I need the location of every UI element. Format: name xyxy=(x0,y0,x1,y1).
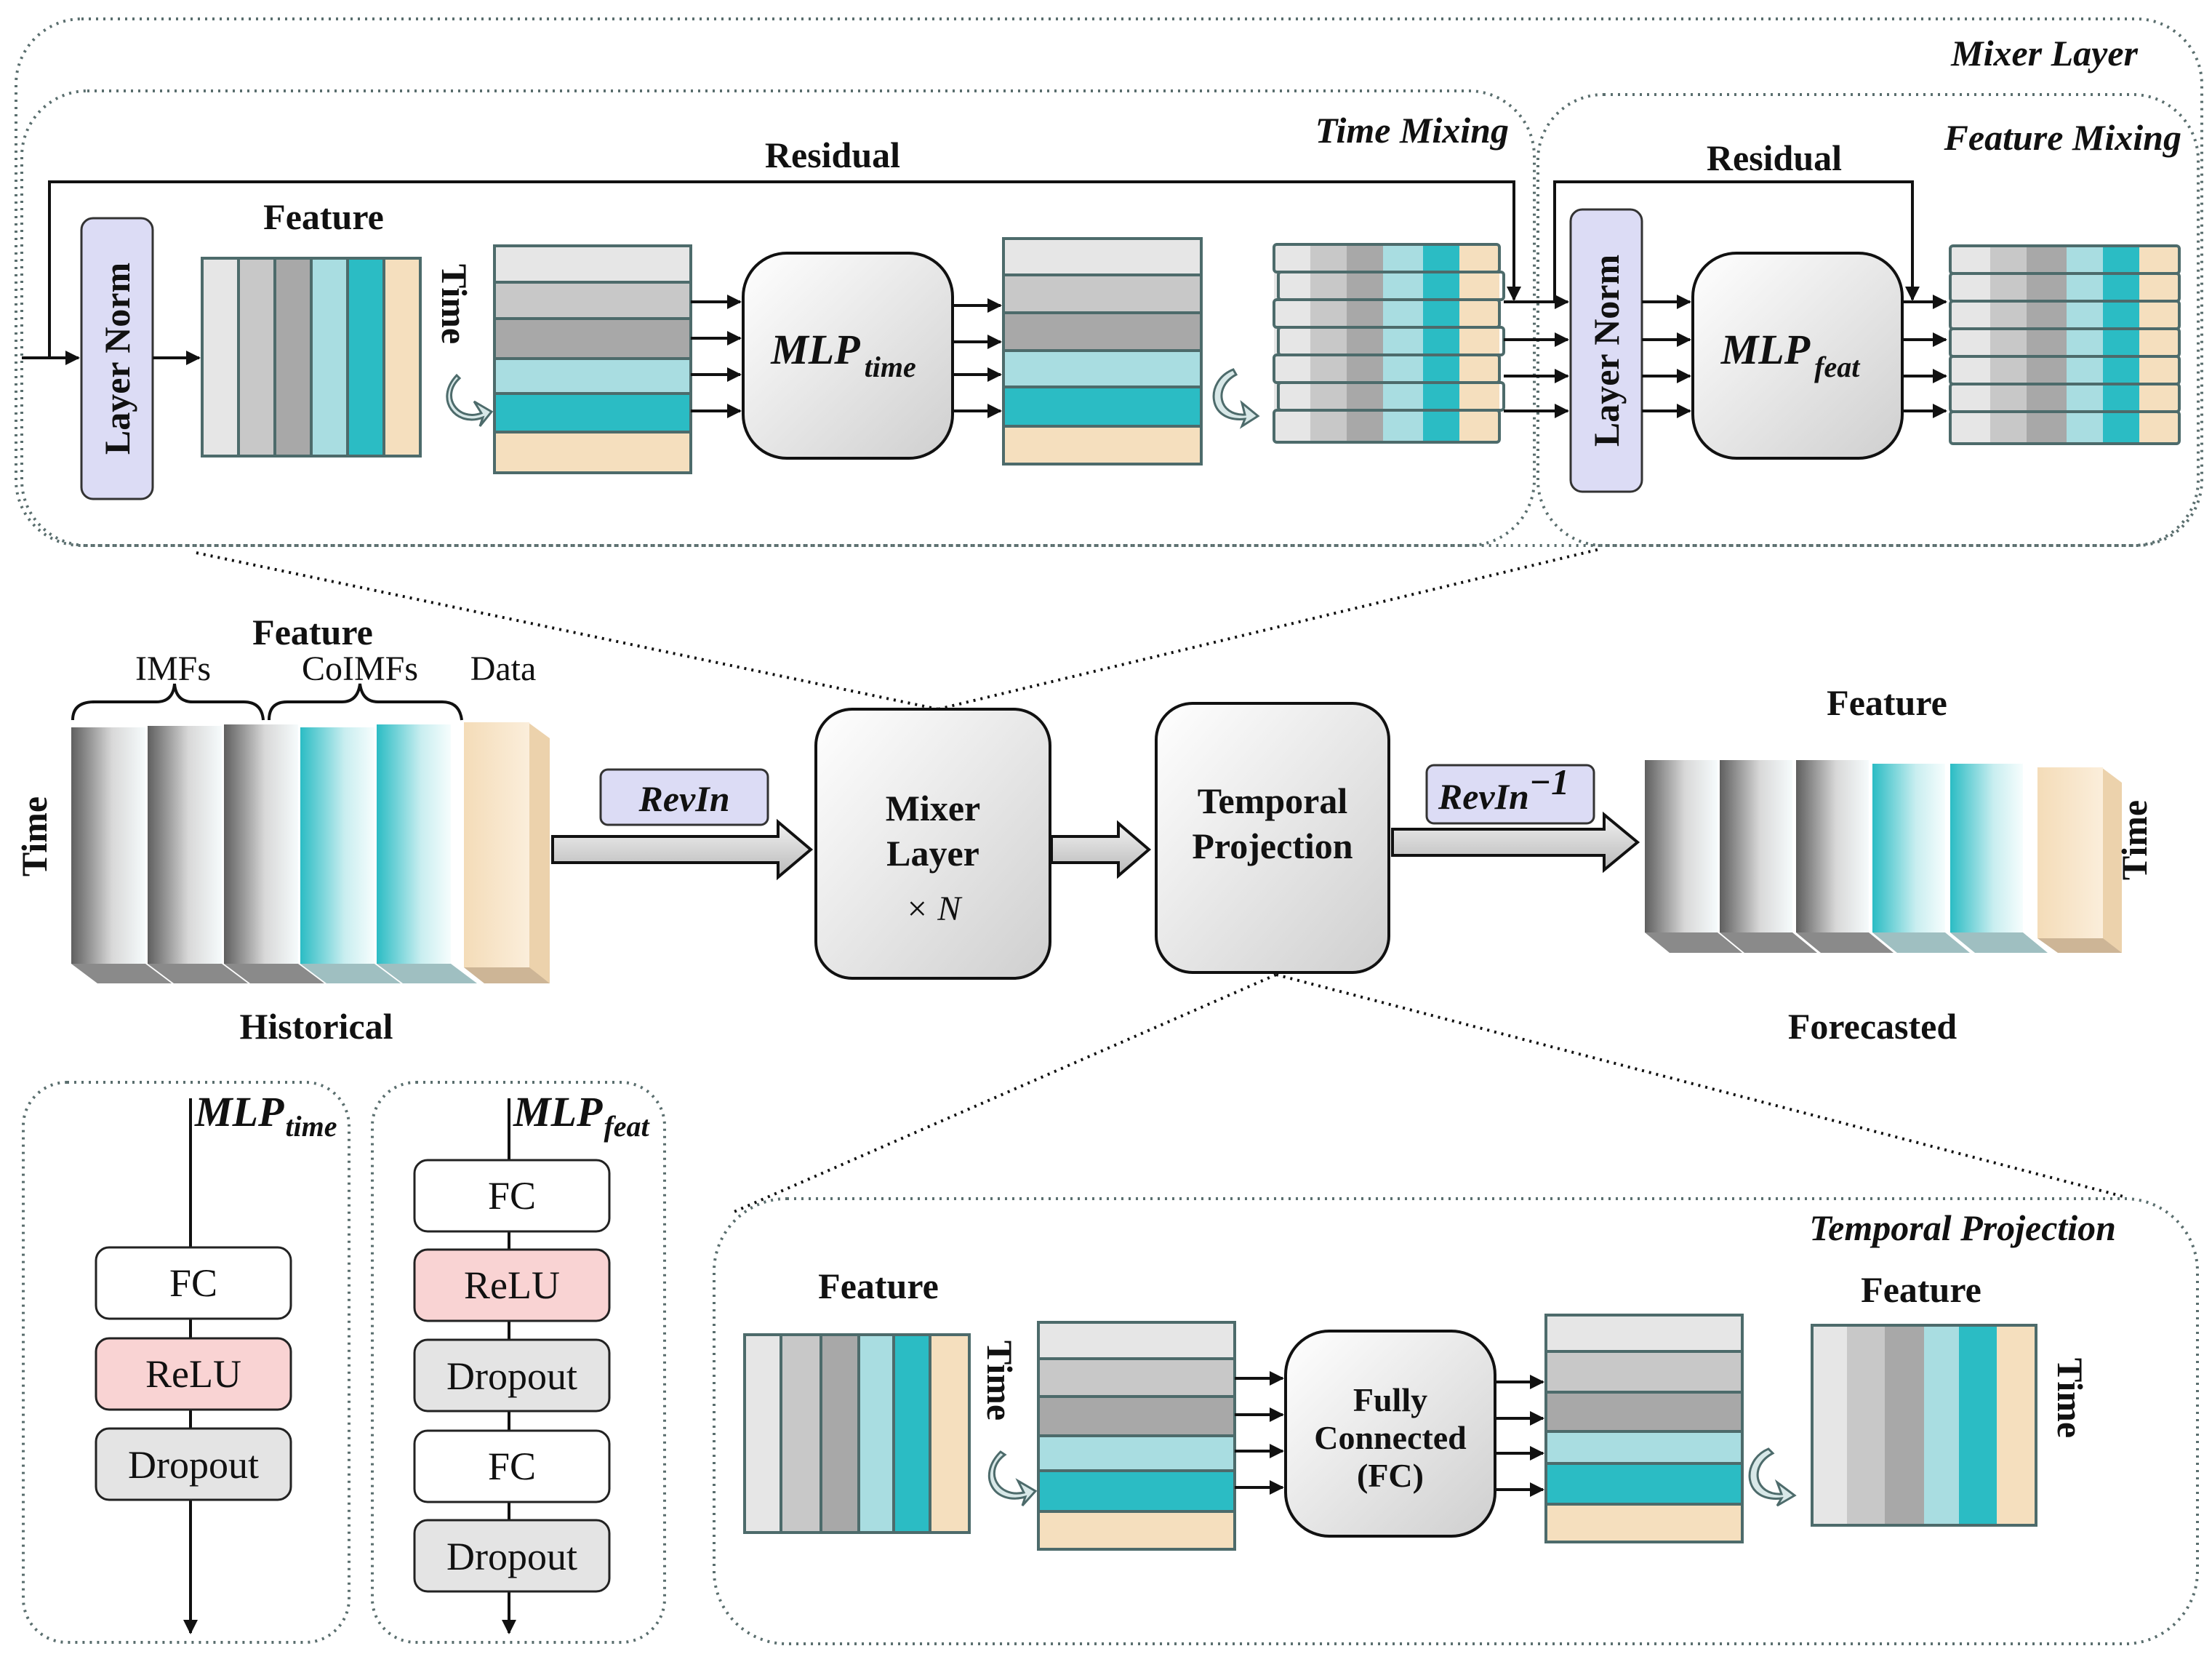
revin-box xyxy=(599,768,769,826)
revin-inverse-box xyxy=(1425,764,1595,825)
time-residual-label: Residual xyxy=(765,135,900,175)
projection-time-in-label: Time xyxy=(979,1341,1020,1421)
projection-time-out-label: Time xyxy=(2050,1358,2091,1438)
fc-line2: Connected xyxy=(1314,1419,1467,1456)
temporal-block-line1: Temporal xyxy=(1198,780,1348,821)
revin-inverse-label: RevIn−1 xyxy=(1438,762,1569,817)
mixer-block-line1: Mixer xyxy=(886,788,980,828)
mlp-feat-detail-title: MLPfeat xyxy=(513,1088,651,1143)
matrix-to-mlp-time-arrows xyxy=(691,295,742,418)
feature-layer-norm-block xyxy=(1569,208,1643,493)
mlp-time-relu-block xyxy=(95,1337,292,1411)
time-layer-norm-label: Layer Norm xyxy=(97,263,137,455)
historical-caption: Historical xyxy=(239,1006,393,1047)
projection-zoom-line-left xyxy=(730,973,1277,1215)
mlp-feat-relu-block xyxy=(413,1248,611,1322)
mixer-layer-title: Mixer Layer xyxy=(1950,33,2138,73)
mlp-feat-dropout1-block xyxy=(413,1338,611,1413)
fc-output-arrows xyxy=(1495,1375,1544,1497)
temporal-block-line2: Projection xyxy=(1192,826,1353,866)
mlp-feat-dropout1-label: Dropout xyxy=(446,1354,577,1398)
feature-residual-label: Residual xyxy=(1707,137,1842,178)
mlp-time-detail-title: MLPtime xyxy=(194,1088,337,1143)
mlp-feat-fc1-block xyxy=(413,1159,611,1233)
imfs-label: IMFs xyxy=(135,650,211,688)
coimfs-label: CoIMFs xyxy=(302,650,418,688)
temporal-projection-detail-frame xyxy=(713,1197,2199,1645)
feature-layer-norm-label: Layer Norm xyxy=(1586,255,1627,447)
transposed-matrix-2 xyxy=(1002,237,1203,466)
mixer-layer-frame xyxy=(15,17,2203,547)
time-mixing-title: Time Mixing xyxy=(1315,110,1509,151)
layer-norm-to-mlp-feat-arrows xyxy=(1642,295,1691,418)
fc-line1: Fully xyxy=(1353,1381,1427,1418)
revin-arrow xyxy=(551,818,814,881)
imfs-brace xyxy=(71,683,265,721)
output-time-label: Time xyxy=(2114,800,2155,880)
projection-feature-in-label: Feature xyxy=(818,1266,939,1306)
revin-inverse-arrow xyxy=(1391,811,1640,874)
coimfs-brace xyxy=(268,683,463,721)
mlp-time-fc-block xyxy=(95,1246,292,1320)
mlp-feat-detail-frame xyxy=(371,1081,666,1644)
projection-to-fc-arrows xyxy=(1235,1371,1284,1495)
mlp-feat-dropout2-block xyxy=(413,1519,611,1593)
mlp-feat-dropout2-label: Dropout xyxy=(446,1535,577,1578)
fc-line3: (FC) xyxy=(1357,1457,1424,1494)
output-feature-label: Feature xyxy=(1827,682,1947,723)
time-mixing-frame xyxy=(20,89,1536,547)
mlp-feat-output-arrows xyxy=(1902,295,1947,418)
time-mixing-feature-label: Feature xyxy=(263,196,384,237)
mlp-time-fc-label: FC xyxy=(169,1261,217,1305)
feature-mixing-title: Feature Mixing xyxy=(1944,117,2181,158)
mlp-time-detail-frame xyxy=(22,1081,350,1644)
projection-feature-out-label: Feature xyxy=(1861,1269,1981,1310)
transpose-icon xyxy=(446,373,494,427)
forecasted-output-tensor xyxy=(1645,760,2122,953)
feature-residual-connection xyxy=(1553,180,1920,302)
forecasted-caption: Forecasted xyxy=(1788,1006,1957,1047)
mixer-zoom-line-left xyxy=(196,551,939,711)
mlp-feat-relu-label: ReLU xyxy=(464,1263,560,1307)
time-mixing-input-matrix xyxy=(201,257,422,458)
mlp-feat-fc2-label: FC xyxy=(488,1445,536,1488)
mlp-time-dropout-block xyxy=(95,1427,292,1501)
mixer-zoom-line-right xyxy=(937,548,1600,711)
projection-transposed-matrix xyxy=(1037,1321,1236,1551)
mlp-time-block xyxy=(742,252,954,460)
time-residual-connection xyxy=(48,180,1521,356)
input-feature-label: Feature xyxy=(252,612,373,652)
mlp-time-dropout-label: Dropout xyxy=(128,1443,259,1487)
time-mixing-time-label: Time xyxy=(434,264,475,344)
fully-connected-block xyxy=(1284,1330,1496,1538)
projection-transpose-icon xyxy=(987,1450,1038,1507)
temporal-projection-block xyxy=(1155,702,1390,974)
mlp-feat-fc1-label: FC xyxy=(488,1174,536,1218)
revin-label: RevIn xyxy=(638,778,730,819)
fc-output-matrix xyxy=(1544,1314,1744,1543)
mixer-to-projection-arrow xyxy=(1050,820,1152,879)
transposed-matrix-1 xyxy=(493,244,692,474)
transpose-back-icon xyxy=(1212,368,1260,429)
projection-output-matrix xyxy=(1811,1324,2037,1527)
temporal-projection-detail-title: Temporal Projection xyxy=(1809,1207,2116,1248)
input-time-label: Time xyxy=(14,796,55,876)
mixer-block-line3: × N xyxy=(905,890,963,928)
time-mixing-output-matrix xyxy=(1273,243,1505,444)
mixer-block-line2: Layer xyxy=(886,833,979,874)
mlp-feat-block xyxy=(1691,252,1904,460)
historical-input-tensor xyxy=(71,722,550,983)
mlp-feat-fc2-block xyxy=(413,1429,611,1503)
projection-input-matrix xyxy=(743,1333,971,1534)
time-to-feature-mixing-arrows xyxy=(1504,295,1569,418)
projection-zoom-line-right xyxy=(1275,973,2124,1198)
projection-transpose-back-icon xyxy=(1748,1447,1797,1507)
data-label: Data xyxy=(470,650,537,688)
mlp-time-relu-label: ReLU xyxy=(145,1352,241,1396)
mlp-time-output-arrows xyxy=(953,298,1002,418)
feature-mixing-output-matrix xyxy=(1949,244,2181,445)
